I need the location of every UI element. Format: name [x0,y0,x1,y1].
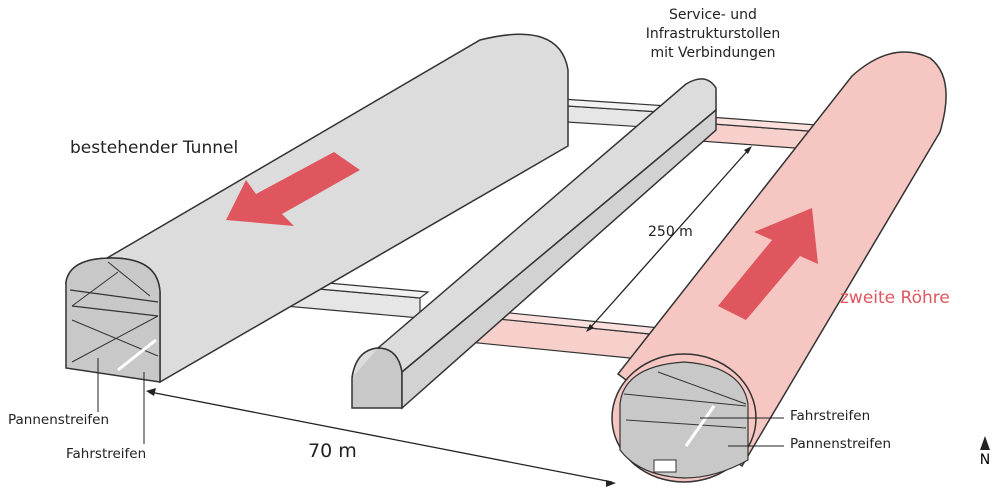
north-label: N [979,452,991,468]
dimension-line-250m [586,146,752,332]
direction-arrow-icon [718,208,818,320]
width-dimension-label: 70 m [308,440,357,462]
existing-tunnel-label: bestehender Tunnel [70,138,239,158]
second-tube-label: zweite Röhre [840,288,950,308]
service-tunnel [351,78,717,410]
left-breakdown-lane-label: Pannenstreifen [8,412,110,428]
service-tunnel-label-line1: Service- und [669,7,757,23]
right-breakdown-lane-label: Pannenstreifen [790,436,892,452]
north-arrow-icon [980,436,990,450]
spacing-dimension-label: 250 m [648,224,693,240]
direction-arrow-icon [226,152,360,226]
service-tunnel-label-line2: Infrastrukturstollen [645,26,781,42]
dimension-line-70m [146,388,616,487]
right-driving-lane-label: Fahrstreifen [790,408,871,424]
service-tunnel-label: Service- und Infrastrukturstollen mit Ve… [628,6,798,63]
left-driving-lane-label: Fahrstreifen [66,446,147,462]
service-tunnel-label-line3: mit Verbindungen [650,45,776,61]
existing-tunnel [64,33,569,384]
